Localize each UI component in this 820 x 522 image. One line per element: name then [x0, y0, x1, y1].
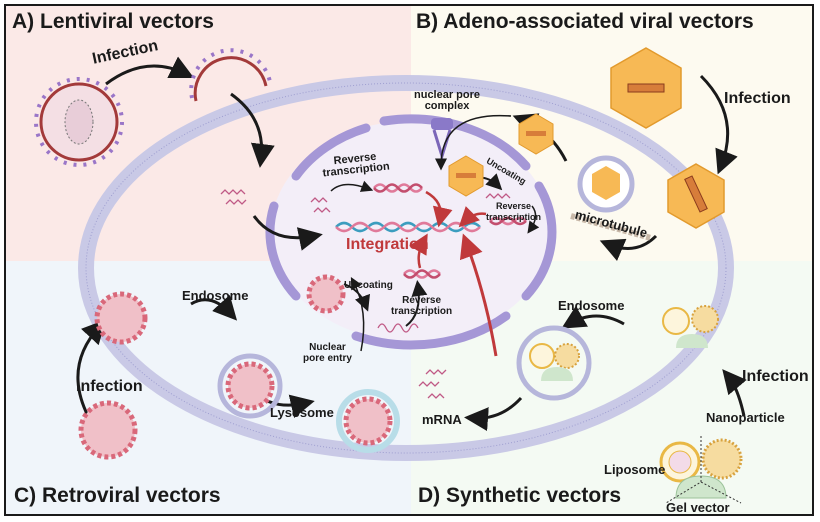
aav-reverse-transcription-label: Reverse transcription: [486, 201, 542, 222]
nuclear-pore-entry-label: Nuclear pore entry: [303, 342, 352, 364]
endosome-icon: [217, 325, 592, 419]
lentivirus-icon: [34, 77, 124, 167]
divider-lines: [665, 436, 742, 504]
integration-arrows: [409, 190, 498, 357]
figure-frame: A) Lentiviral vectors B) Adeno-associate…: [4, 4, 814, 516]
diagram-artwork: [34, 47, 747, 504]
panel-b-title: B) Adeno-associated viral vectors: [416, 10, 754, 33]
lentivirus-budding-icon: [189, 48, 272, 102]
retrovirus-icon: [78, 274, 393, 460]
liposome-label: Liposome: [604, 462, 666, 477]
aav-capsid-icon: [448, 47, 725, 229]
nanoparticle-icon: [554, 305, 743, 480]
gel-vector-label: Gel vector: [666, 500, 730, 515]
panel-a-title: A) Lentiviral vectors: [12, 10, 214, 33]
mrna-label: mRNA: [422, 412, 462, 427]
process-arrows: [76, 56, 747, 432]
cell-membrane: [78, 75, 734, 461]
panel-c-title: C) Retroviral vectors: [14, 484, 221, 507]
retroviral-infection-label: Infection: [76, 378, 143, 395]
liposome-icon: [529, 307, 701, 483]
nanoparticle-label: Nanoparticle: [706, 410, 785, 425]
retroviral-endosome-label: Endosome: [182, 288, 249, 303]
lysosome-label: Lysosome: [270, 405, 334, 420]
lysosome-icon: [336, 389, 400, 453]
nuclear-pore-complex-label: nuclear pore complex: [414, 89, 481, 112]
gel-vector-icon: [541, 334, 727, 499]
dna-icon: [373, 183, 527, 279]
microtubule-icon: [570, 213, 652, 241]
panel-d-title: D) Synthetic vectors: [418, 484, 622, 507]
synthetic-endosome-label: Endosome: [558, 298, 625, 313]
rna-strand-icon: [220, 189, 511, 399]
integrated-dna-icon: [335, 221, 481, 233]
retroviral-uncoating-label: Uncoating: [344, 280, 393, 291]
aav-infection-label: Infection: [724, 90, 791, 107]
synthetic-infection-label: Infection: [742, 368, 809, 385]
retroviral-reverse-transcription-label: Reverse transcription: [391, 295, 453, 317]
integration-label: Integration: [346, 236, 429, 253]
